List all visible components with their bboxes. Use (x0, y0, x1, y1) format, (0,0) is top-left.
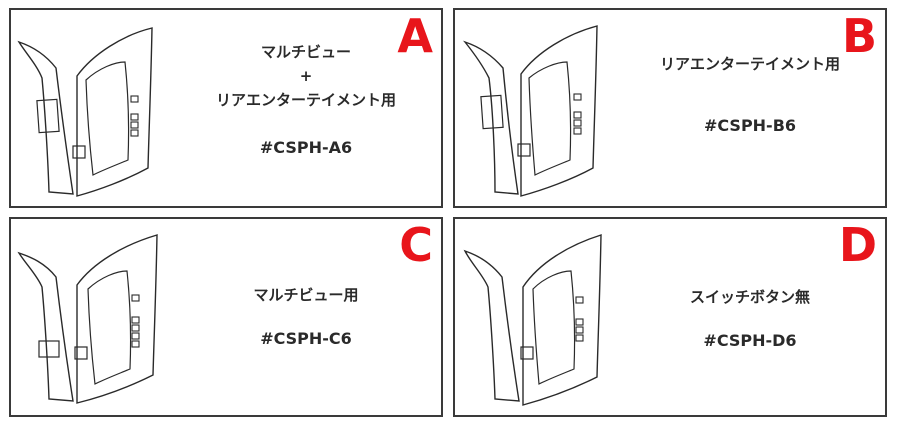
panel-diagram-c (17, 234, 158, 404)
variant-letter: B (841, 9, 877, 63)
variant-name-line: リアエンターテイメント用 (659, 55, 840, 73)
variant-name-line: マルチビュー (260, 43, 351, 61)
variant-name-line: スイッチボタン無 (689, 288, 810, 306)
variant-panel-b[interactable]: B リアエンターテイメント用 #CSPH-B6 (453, 8, 887, 208)
variant-info: マルチビュー + リアエンターテイメント用 #CSPH-A6 (181, 40, 431, 160)
variant-name-line: リアエンターテイメント用 (215, 91, 396, 109)
product-code: #CSPH-B6 (703, 116, 797, 135)
panel-diagram-a (17, 27, 153, 197)
variant-name-line: + (299, 67, 313, 85)
variant-letter: D (838, 218, 877, 272)
variant-info: スイッチボタン無 #CSPH-D6 (625, 285, 875, 353)
product-code: #CSPH-C6 (260, 329, 352, 348)
panel-diagram-d (463, 234, 602, 406)
variant-name-line: マルチビュー用 (253, 286, 359, 304)
variant-panel-c[interactable]: C マルチビュー用 #CSPH-C6 (9, 217, 443, 417)
variant-info: リアエンターテイメント用 #CSPH-B6 (625, 52, 875, 138)
variant-panel-d[interactable]: D スイッチボタン無 #CSPH-D6 (453, 217, 887, 417)
product-code: #CSPH-D6 (703, 331, 797, 350)
panel-diagram-b (462, 25, 598, 197)
variant-letter: C (399, 218, 433, 272)
variant-letter: A (397, 9, 433, 63)
variant-panel-a[interactable]: A マルチビュー + リアエンターテイメント用 #CSPH-A6 (9, 8, 443, 208)
product-code: #CSPH-A6 (259, 138, 353, 157)
variant-info: マルチビュー用 #CSPH-C6 (181, 283, 431, 351)
